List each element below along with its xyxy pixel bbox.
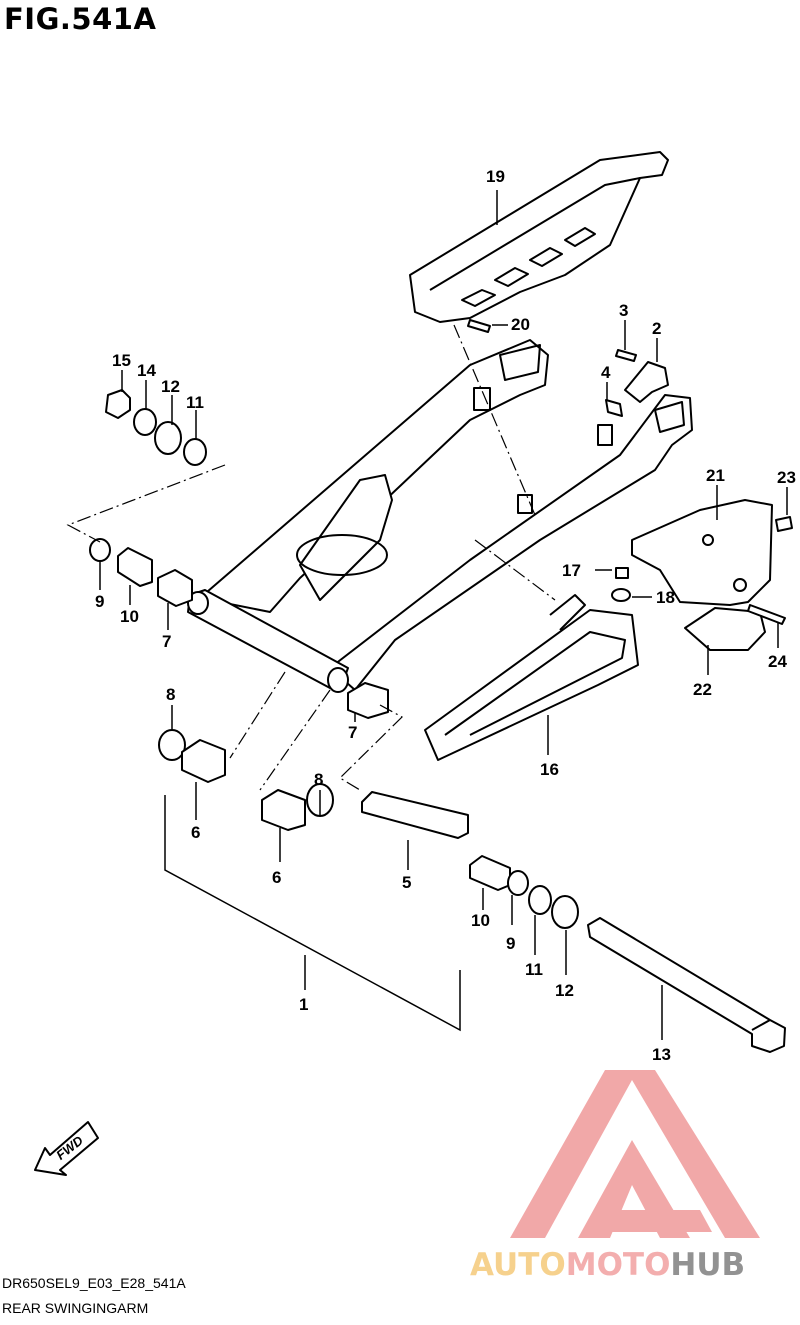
left-hardware — [89, 389, 389, 831]
callout-1: 1 — [299, 995, 308, 1014]
callout-9-lower: 9 — [506, 934, 515, 953]
swingarm-frame — [187, 339, 693, 693]
leader-lines — [99, 190, 788, 1040]
callout-18: 18 — [656, 588, 675, 607]
callout-4: 4 — [601, 363, 611, 382]
watermark-logo: AUTOMOTOHUB — [470, 1070, 760, 1283]
svg-text:AUTOMOTOHUB: AUTOMOTOHUB — [470, 1247, 745, 1283]
callout-15: 15 — [112, 351, 131, 370]
callout-22: 22 — [693, 680, 712, 699]
figure-title: FIG.541A — [4, 2, 157, 36]
callout-17: 17 — [562, 561, 581, 580]
callout-10-left: 10 — [120, 607, 139, 626]
assembly-bracket — [164, 795, 461, 1032]
callout-12-lower: 12 — [555, 981, 574, 1000]
callout-11-lower: 11 — [525, 960, 543, 979]
callout-23: 23 — [777, 468, 796, 487]
assembly-lines — [66, 324, 556, 791]
right-parts — [467, 319, 793, 651]
figure-code: DR650SEL9_E03_E28_541A — [2, 1275, 186, 1291]
figure-caption: REAR SWINGINGARM — [2, 1300, 149, 1316]
callout-labels: 19 20 3 2 4 15 14 12 11 21 23 17 18 9 10… — [95, 167, 796, 1064]
callout-24: 24 — [768, 652, 787, 671]
watermark-auto: AUTO — [470, 1247, 566, 1283]
callout-5: 5 — [402, 873, 411, 892]
callout-6-upper: 6 — [191, 823, 200, 842]
callout-20: 20 — [511, 315, 530, 334]
watermark-moto: MOTO — [566, 1247, 671, 1283]
callout-10-lower: 10 — [471, 911, 490, 930]
callout-8-lower: 8 — [314, 770, 323, 789]
callout-13: 13 — [652, 1045, 671, 1064]
callout-21: 21 — [706, 466, 725, 485]
callout-16: 16 — [540, 760, 559, 779]
chain-guard — [409, 151, 669, 323]
watermark-hub: HUB — [670, 1247, 745, 1283]
callout-7-upper: 7 — [162, 632, 171, 651]
watermark-triangle — [510, 1070, 760, 1238]
pivot-axle-parts — [361, 791, 786, 1053]
callout-8-upper: 8 — [166, 685, 175, 704]
callout-11-upper: 11 — [186, 393, 204, 412]
callout-9-left: 9 — [95, 592, 104, 611]
callout-14: 14 — [137, 361, 156, 380]
callout-19: 19 — [486, 167, 505, 186]
callout-2: 2 — [652, 319, 661, 338]
callout-6-lower: 6 — [272, 868, 281, 887]
callout-7-lower: 7 — [348, 723, 357, 742]
chain-slider — [424, 594, 639, 761]
callout-3: 3 — [619, 301, 628, 320]
fwd-arrow-icon: FWD — [34, 1121, 99, 1176]
callout-12-upper: 12 — [161, 377, 180, 396]
